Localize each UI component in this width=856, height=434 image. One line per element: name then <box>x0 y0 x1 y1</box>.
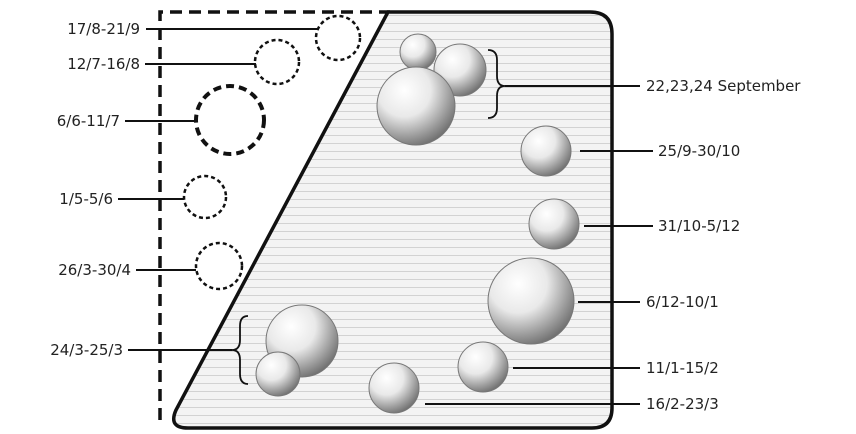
label-right-5: 11/1-15/2 <box>646 359 719 377</box>
moon-4 <box>521 126 571 176</box>
label-left-6: 24/3-25/3 <box>50 341 123 359</box>
label-left-5: 26/3-30/4 <box>58 261 131 279</box>
label-right-3: 31/10-5/12 <box>658 217 740 235</box>
moon-8 <box>256 352 300 396</box>
moon-1 <box>400 34 436 70</box>
label-right-4: 6/12-10/1 <box>646 293 719 311</box>
dotted-circle-2 <box>255 40 299 84</box>
moon-6 <box>488 258 574 344</box>
moon-3 <box>377 67 455 145</box>
moon-5 <box>529 199 579 249</box>
dotted-circle-3 <box>196 86 264 154</box>
moon-9 <box>458 342 508 392</box>
label-left-2: 12/7-16/8 <box>67 55 140 73</box>
label-right-6: 16/2-23/3 <box>646 395 719 413</box>
label-left-1: 17/8-21/9 <box>67 20 140 38</box>
label-left-4: 1/5-5/6 <box>59 190 113 208</box>
label-left-3: 6/6-11/7 <box>57 112 120 130</box>
moon-10 <box>369 363 419 413</box>
dotted-circle-5 <box>196 243 242 289</box>
label-right-1: 22,23,24 September <box>646 77 801 95</box>
label-right-2: 25/9-30/10 <box>658 142 740 160</box>
dotted-circle-1 <box>316 16 360 60</box>
dotted-circle-4 <box>184 176 226 218</box>
